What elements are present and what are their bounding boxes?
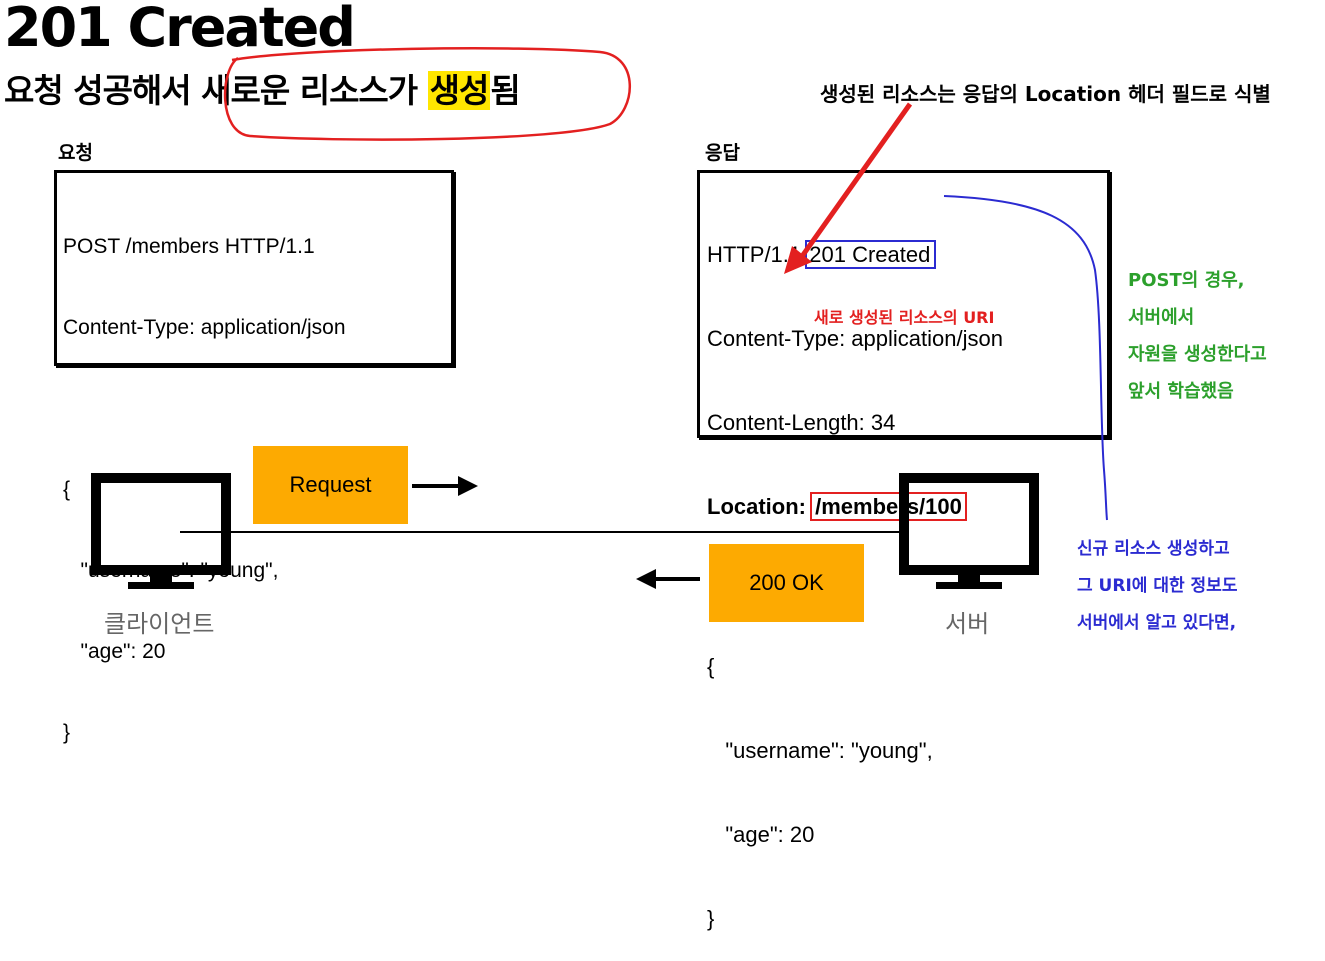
- response-message-box: HTTP/1.1 201 Created Content-Type: appli…: [697, 170, 1110, 931]
- uri-note: 새로 생성된 리소스의 URI: [814, 308, 995, 327]
- request-arrow-head: [458, 476, 478, 496]
- new-note-line: 신규 리소스 생성하고: [1077, 539, 1230, 559]
- response-arrow-head: [636, 569, 656, 589]
- red-arrow-line: [795, 102, 913, 264]
- server-monitor-icon: [899, 473, 1039, 589]
- response-body-line: "username": "young",: [707, 738, 933, 763]
- response-content-length: Content-Length: 34: [707, 410, 896, 435]
- post-note-line: 앞서 학습했음: [1128, 381, 1234, 402]
- subtitle-highlight: 생성: [427, 71, 491, 110]
- server-caption: 서버: [945, 610, 990, 638]
- request-line: }: [63, 721, 71, 744]
- subtitle-part3: 됨: [490, 71, 520, 110]
- highlight-circle: [223, 47, 631, 141]
- response-body-line: {: [707, 654, 715, 679]
- red-arrow-head: [784, 246, 812, 274]
- request-line: Content-Type: application/json: [63, 316, 346, 339]
- subtitle-part2: 새로운 리소스가: [201, 71, 428, 110]
- request-label: 요청: [58, 142, 93, 164]
- request-line: POST /members HTTP/1.1: [63, 235, 315, 258]
- post-note-line: 자원을 생성한다고: [1128, 344, 1267, 365]
- request-message-box: POST /members HTTP/1.1 Content-Type: app…: [54, 170, 454, 744]
- response-box: 200 OK: [709, 544, 864, 622]
- new-note-line: 서버에서 알고 있다면,: [1077, 613, 1237, 633]
- subtitle-part1: 요청 성공해서: [4, 71, 202, 110]
- response-status-line: HTTP/1.1 201 Created: [707, 240, 1107, 269]
- location-key: Location:: [707, 494, 813, 519]
- client-caption: 클라이언트: [104, 610, 215, 638]
- post-note-line: POST의 경우,: [1128, 270, 1245, 291]
- client-monitor-icon: [91, 473, 231, 589]
- page-title: 201 Created: [4, 0, 356, 59]
- response-content-type: Content-Type: application/json: [707, 326, 1003, 351]
- request-box: Request: [253, 446, 408, 524]
- response-location: Location: /members/100: [707, 492, 1107, 521]
- request-line: {: [63, 478, 71, 501]
- post-note: POST의 경우, 서버에서 자원을 생성한다고 앞서 학습했음: [1128, 262, 1267, 410]
- response-body-line: }: [707, 906, 715, 931]
- location-value: /members/100: [810, 492, 967, 521]
- status-created: 201 Created: [805, 240, 937, 269]
- response-label: 응답: [705, 142, 740, 164]
- subtitle: 요청 성공해서 새로운 리소스가 생성됨: [4, 64, 521, 112]
- response-body-line: "age": 20: [707, 822, 815, 847]
- location-annotation: 생성된 리소스는 응답의 Location 헤더 필드로 식별: [820, 82, 1271, 106]
- diagram-overlay: [91, 47, 1108, 589]
- new-resource-note: 신규 리소스 생성하고 그 URI에 대한 정보도 서버에서 알고 있다면,: [1077, 531, 1237, 642]
- post-note-line: 서버에서: [1128, 307, 1195, 328]
- new-note-line: 그 URI에 대한 정보도: [1077, 576, 1238, 596]
- request-line: "age": 20: [63, 640, 166, 663]
- status-prefix: HTTP/1.1: [707, 242, 808, 267]
- blue-connector: [943, 195, 1108, 521]
